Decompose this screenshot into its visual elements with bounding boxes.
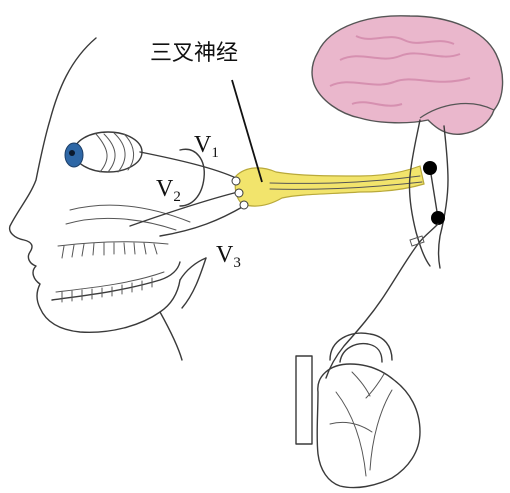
brainstem xyxy=(409,120,448,268)
label-leader-line xyxy=(232,80,262,182)
brain xyxy=(312,16,503,135)
label-v3: V3 xyxy=(216,242,241,271)
label-v2: V2 xyxy=(156,176,181,205)
trigeminal-nucleus-dot xyxy=(423,161,437,175)
nerve-branch-v1 xyxy=(140,152,236,178)
trigeminal-branches xyxy=(130,152,244,236)
eyeball xyxy=(65,132,142,172)
nerve-branch-v3 xyxy=(160,206,244,236)
trigeminal-ganglion xyxy=(232,166,424,209)
ganglion-title: 三叉神经 xyxy=(150,41,238,66)
heart xyxy=(296,333,420,487)
vagal-nucleus-dot xyxy=(431,211,445,225)
label-v1: V1 xyxy=(194,132,219,161)
